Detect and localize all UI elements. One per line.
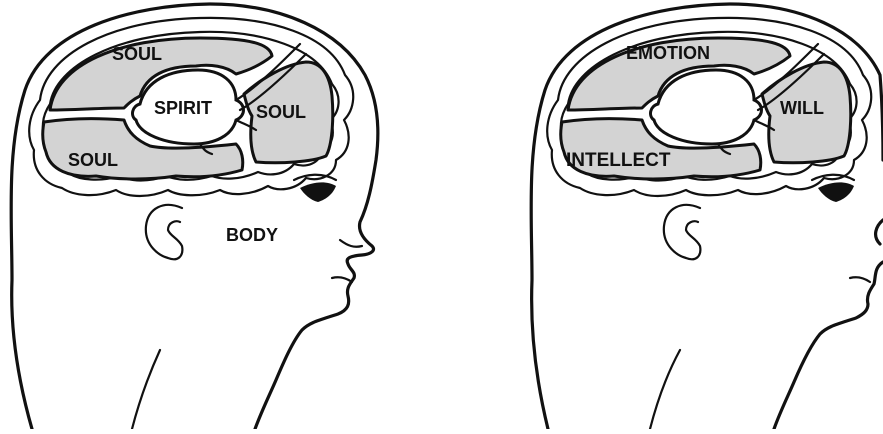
right-lip-line: [850, 277, 870, 282]
right-eye: [818, 182, 854, 202]
left-label-soul-right: SOUL: [256, 102, 306, 122]
left-label-spirit: SPIRIT: [154, 98, 212, 118]
right-ear: [664, 205, 701, 259]
right-neck-line: [650, 350, 680, 429]
left-head: SOUL SPIRIT SOUL SOUL BODY: [11, 4, 378, 429]
left-eye: [300, 182, 336, 202]
left-lip-line: [332, 277, 352, 282]
left-nose-line: [340, 240, 362, 247]
right-label-will: WILL: [780, 98, 824, 118]
left-ear: [146, 205, 183, 259]
right-label-intellect: INTELLECT: [566, 150, 671, 171]
left-label-soul-bottom: SOUL: [68, 150, 118, 170]
right-head: EMOTION WILL INTELLECT: [531, 4, 883, 429]
left-label-body: BODY: [226, 225, 278, 245]
right-label-emotion: EMOTION: [626, 43, 710, 63]
left-neck-line: [132, 350, 160, 429]
left-label-soul-top: SOUL: [112, 44, 162, 64]
